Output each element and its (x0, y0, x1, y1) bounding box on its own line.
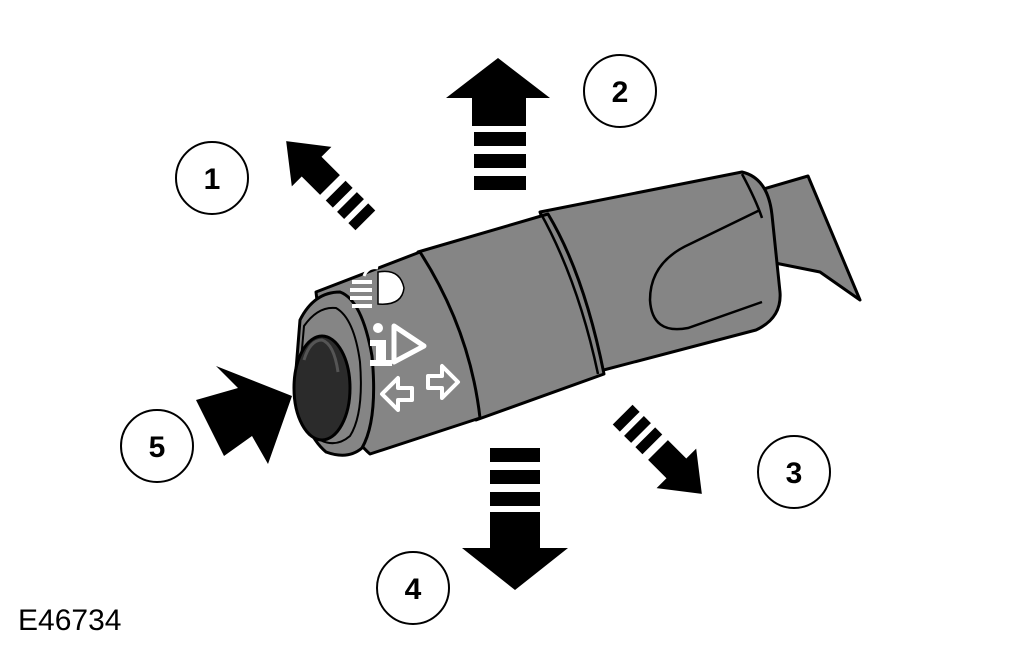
arrow-3 (612, 404, 702, 494)
stalk-rear-cap-edge (740, 173, 764, 219)
arrow-1 (286, 141, 376, 231)
stalk-rear-housing (538, 170, 782, 374)
stalk-push-button-highlight (302, 338, 340, 373)
stalk-rear-grip (648, 208, 763, 331)
callout-1-label: 1 (204, 163, 221, 196)
turn-signal-icon (380, 364, 460, 412)
arrow-5 (196, 366, 292, 464)
callout-3: 3 (757, 435, 831, 509)
arrow-2 (446, 58, 550, 190)
callout-2-label: 2 (612, 76, 629, 109)
callout-3-label: 3 (786, 457, 803, 490)
callout-4-label: 4 (405, 573, 422, 606)
callout-2: 2 (583, 54, 657, 128)
figure-reference-code: E46734 (18, 604, 122, 637)
information-icon (370, 323, 427, 366)
callout-5-label: 5 (149, 431, 166, 464)
callout-4: 4 (376, 551, 450, 625)
stalk-collar-edge (538, 211, 600, 375)
stalk-push-button[interactable] (292, 334, 352, 442)
callout-1: 1 (175, 141, 249, 215)
callout-5: 5 (120, 409, 194, 483)
headlamp-icon (350, 266, 405, 308)
arrow-4 (462, 448, 568, 590)
